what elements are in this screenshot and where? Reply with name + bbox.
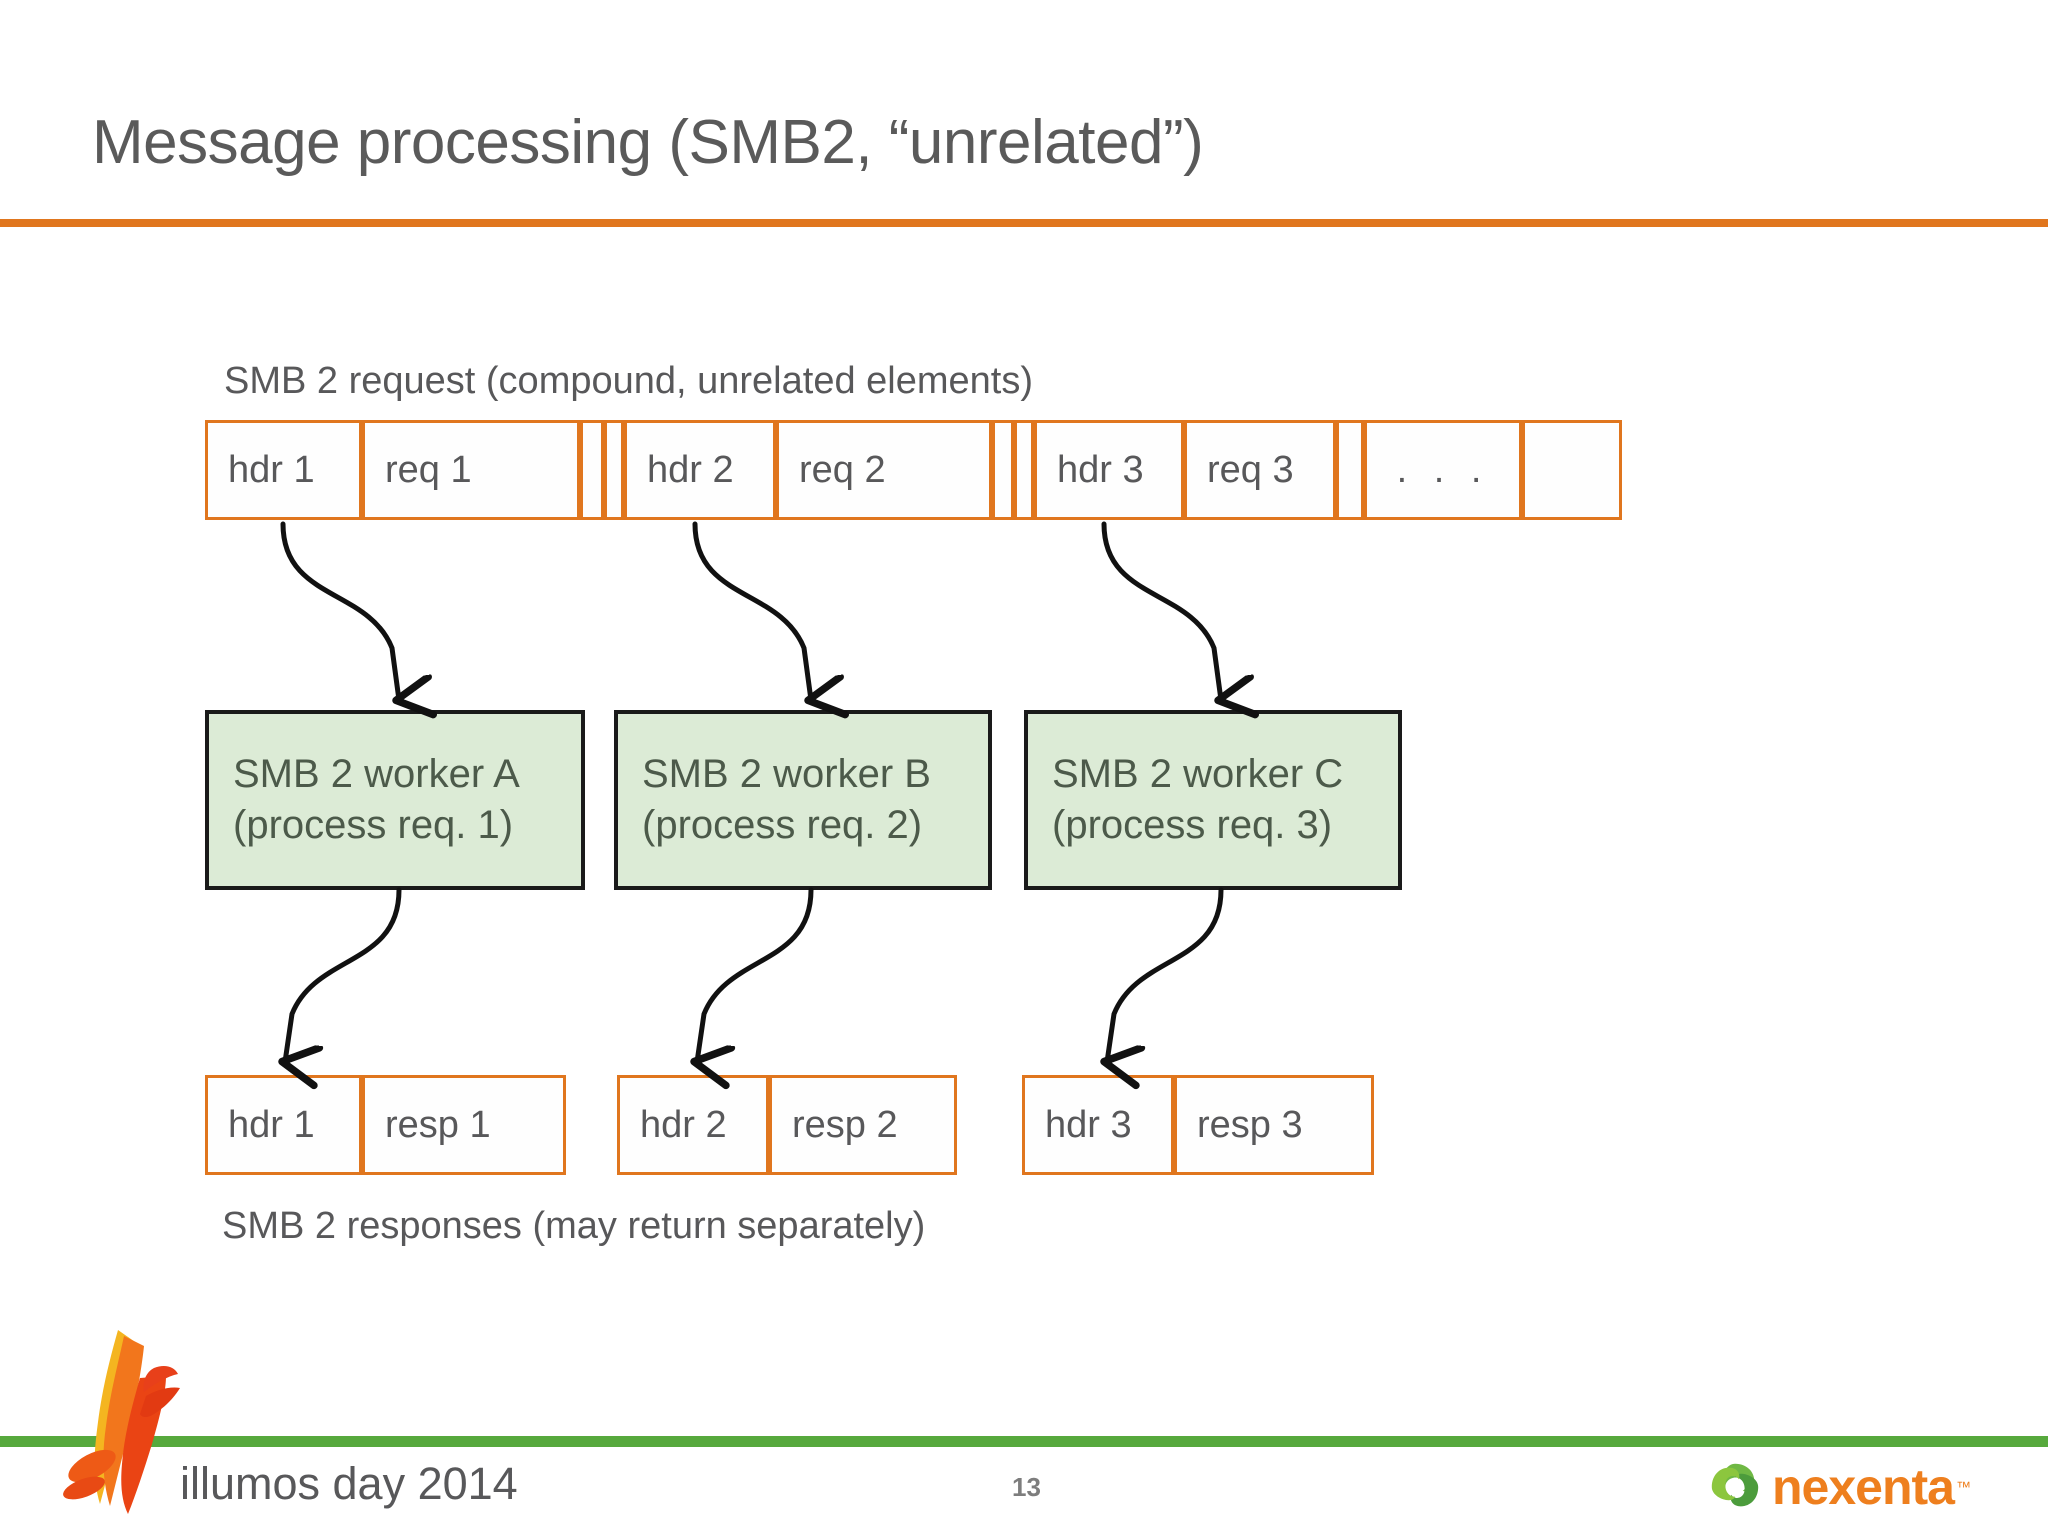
request-cell-hdr-3: hdr 3 <box>1034 420 1184 520</box>
request-cell--: . . . <box>1364 420 1522 520</box>
response-caption: SMB 2 responses (may return separately) <box>222 1205 926 1247</box>
request-caption: SMB 2 request (compound, unrelated eleme… <box>224 360 1033 402</box>
response-cell-hdr-1: hdr 1 <box>205 1075 362 1175</box>
arrow-workerB-to-resp2 <box>697 887 814 1062</box>
request-cell-req-1: req 1 <box>362 420 580 520</box>
cell-label: hdr 2 <box>640 1103 727 1146</box>
illumos-phoenix-logo-icon <box>63 1330 180 1514</box>
request-cell-hdr-1: hdr 1 <box>205 420 362 520</box>
response-group-3: hdr 3 resp 3 <box>0 1075 2048 1175</box>
cell-label: hdr 3 <box>1045 1103 1132 1146</box>
worker-name: SMB 2 worker B <box>642 751 931 796</box>
cell-label: resp 2 <box>792 1103 898 1146</box>
title-divider-rule <box>0 219 2048 227</box>
page-title: Message processing (SMB2, “unrelated”) <box>92 108 1204 177</box>
slide-page-number: 13 <box>1012 1472 1041 1502</box>
response-cell-body-3: resp 3 <box>1174 1075 1374 1175</box>
response-cell-body-2: resp 2 <box>769 1075 957 1175</box>
request-cell-spacer-3 <box>604 420 624 520</box>
request-cell-req-3: req 3 <box>1184 420 1336 520</box>
request-cell-spacer-6 <box>992 420 1014 520</box>
cell-label: req 3 <box>1207 448 1294 491</box>
worker-task: (process req. 3) <box>1052 803 1333 847</box>
response-cell-hdr-3: hdr 3 <box>1022 1075 1174 1175</box>
response-group-2: hdr 2 resp 2 <box>0 1075 2048 1175</box>
request-cell-spacer-2 <box>580 420 604 520</box>
worker-task: (process req. 1) <box>233 803 514 847</box>
response-cell-hdr-2: hdr 2 <box>617 1075 769 1175</box>
arrow-req1-to-workerA <box>280 521 399 700</box>
worker-task: (process req. 2) <box>642 803 923 847</box>
arrow-workerA-to-resp1 <box>285 887 402 1062</box>
nexenta-logo: nexenta ™ <box>1706 1452 2016 1522</box>
cell-label: hdr 2 <box>647 448 734 491</box>
request-cell-spacer-12 <box>1522 420 1622 520</box>
cell-label: hdr 1 <box>228 448 315 491</box>
request-cell-spacer-7 <box>1014 420 1034 520</box>
request-message-row: hdr 1 req 1 hdr 2 req 2 hdr 3 req 3 . . . <box>0 420 2048 520</box>
response-cell-body-1: resp 1 <box>362 1075 566 1175</box>
arrow-req2-to-workerB <box>692 521 811 700</box>
cell-label: resp 3 <box>1197 1103 1303 1146</box>
worker-name: SMB 2 worker C <box>1052 751 1344 796</box>
cell-label: resp 1 <box>385 1103 491 1146</box>
cell-label: req 2 <box>799 448 886 491</box>
response-group-1: hdr 1 resp 1 <box>0 1075 2048 1175</box>
cell-label: hdr 3 <box>1057 448 1144 491</box>
worker-box-b: SMB 2 worker B (process req. 2) <box>614 710 992 890</box>
footer-divider-rule <box>0 1436 2048 1447</box>
cell-label: req 1 <box>385 448 472 491</box>
worker-name: SMB 2 worker A <box>233 751 520 796</box>
trademark-symbol: ™ <box>1955 1478 1971 1496</box>
nexenta-wordmark: nexenta <box>1772 1459 1955 1515</box>
cell-label: . . . <box>1396 448 1490 491</box>
footer-event-label: illumos day 2014 <box>180 1458 518 1509</box>
arrow-req3-to-workerC <box>1101 521 1221 700</box>
request-cell-spacer-10 <box>1336 420 1364 520</box>
nexenta-pinwheel-icon <box>1711 1463 1759 1507</box>
request-cell-hdr-2: hdr 2 <box>624 420 776 520</box>
arrow-workerC-to-resp3 <box>1107 887 1224 1062</box>
cell-label: hdr 1 <box>228 1103 315 1146</box>
worker-box-a: SMB 2 worker A (process req. 1) <box>205 710 585 890</box>
worker-box-c: SMB 2 worker C (process req. 3) <box>1024 710 1402 890</box>
request-cell-req-2: req 2 <box>776 420 992 520</box>
